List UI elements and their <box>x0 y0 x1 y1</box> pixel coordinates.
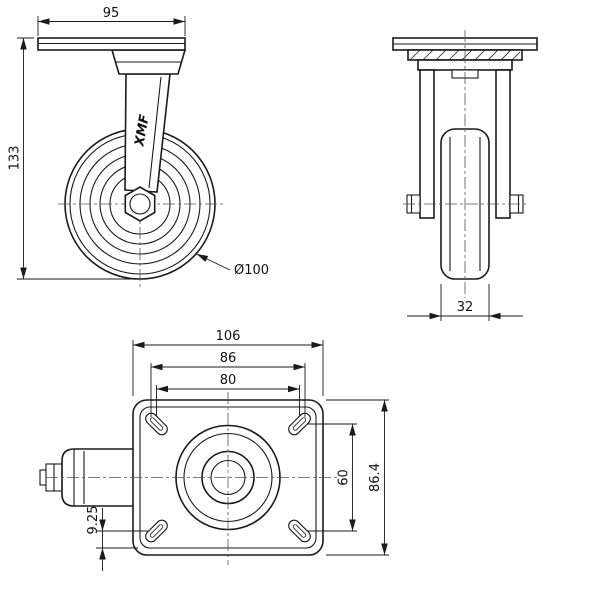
brand-logo-text: XMF <box>132 113 152 148</box>
swivel-head <box>110 49 187 75</box>
dim-86-label: 86 <box>220 351 237 366</box>
mounting-plate-side <box>37 37 186 51</box>
dim-86-4-label: 86.4 <box>368 463 383 492</box>
dim-wheel-diameter: Ø100 <box>196 253 269 278</box>
dim-9-25-label: 9.25 <box>86 506 101 535</box>
dim-overall-height: 133 <box>8 37 132 280</box>
axle-hex-nut <box>124 186 156 222</box>
front-centerlines <box>403 30 527 298</box>
dim-100-label: Ø100 <box>234 263 269 278</box>
plan-centerlines <box>46 392 340 565</box>
dim-106-label: 106 <box>216 329 241 344</box>
side-view: XMF 95 133 Ø100 <box>8 6 269 287</box>
bolt-slot-top-right <box>288 412 311 436</box>
dim-bolt-hole-spacing-y: 60 <box>307 423 357 532</box>
dim-plate-overall-width: 106 <box>132 329 324 396</box>
front-view: 32 <box>392 30 538 321</box>
dim-60-label: 60 <box>337 469 352 486</box>
dim-133-label: 133 <box>8 146 23 171</box>
dim-slot-outer-span: 86 <box>150 351 306 417</box>
dim-bolt-hole-spacing-x: 80 <box>156 373 300 416</box>
bolt-slot-bottom-left <box>145 519 168 543</box>
dim-plate-overall-height: 86.4 <box>326 399 389 556</box>
dim-plate-length: 95 <box>37 6 186 36</box>
dim-slot-edge-offset: 9.25 <box>86 506 148 571</box>
bolt-slot-bottom-right <box>288 519 311 543</box>
plan-view: 106 86 80 60 86.4 <box>39 329 389 571</box>
dim-wheel-width: 32 <box>407 284 523 321</box>
dim-32-label: 32 <box>457 300 474 315</box>
raceway-hatching <box>409 49 521 61</box>
dim-80-label: 80 <box>220 373 237 388</box>
bolt-slot-top-left <box>145 412 168 436</box>
fork-legs <box>419 69 511 219</box>
dim-95-label: 95 <box>103 6 120 21</box>
